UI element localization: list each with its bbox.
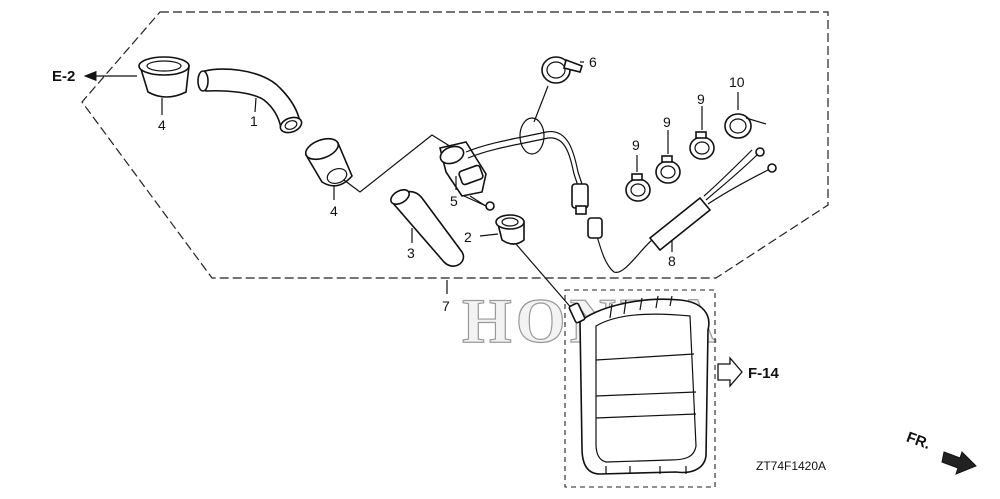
ref-f14-arrow[interactable]: F-14: [717, 356, 780, 388]
callout-4-lower: 4: [330, 203, 338, 219]
callout-3: 3: [407, 245, 415, 261]
callout-10: 10: [729, 74, 745, 90]
callout-4-upper: 4: [158, 117, 166, 133]
svg-text:E-2: E-2: [52, 68, 75, 85]
part-9-clamp-c[interactable]: [689, 131, 715, 160]
part-9-clamp-a[interactable]: [625, 173, 651, 202]
part-3-straight-hose[interactable]: [388, 187, 465, 267]
grommet-leader: [515, 243, 581, 319]
callout-8: 8: [668, 253, 676, 269]
sensor-connector[interactable]: [571, 183, 589, 215]
part-8-harness[interactable]: [587, 147, 777, 273]
part-4-lower-sleeve[interactable]: [303, 135, 353, 187]
part-9-clamp-b[interactable]: [655, 155, 681, 184]
front-direction-arrow-icon: [941, 451, 977, 475]
svg-text:F-14: F-14: [748, 365, 780, 382]
part-1-bent-hose[interactable]: [197, 68, 304, 135]
svg-text:FR.: FR.: [904, 429, 933, 453]
front-direction-indicator: FR.: [904, 429, 977, 475]
diagram-code: ZT74F1420A: [756, 459, 826, 473]
sensor-wire: [465, 131, 583, 185]
callout-1: 1: [250, 113, 258, 129]
callout-5: 5: [450, 193, 458, 209]
callout-9-c: 9: [697, 91, 705, 107]
part-6-clip[interactable]: [541, 56, 584, 84]
part-10-clamp[interactable]: [724, 113, 767, 139]
callout-2: 2: [464, 229, 472, 245]
callout-6: 6: [589, 54, 597, 70]
part-4-upper-sleeve[interactable]: [138, 56, 190, 98]
callout-9-a: 9: [632, 137, 640, 153]
tank-dashed-box: [564, 289, 716, 488]
part-5-sensor[interactable]: [438, 141, 495, 211]
fuel-tank[interactable]: [568, 295, 710, 475]
routing-line: [343, 134, 457, 193]
ref-e2-arrow[interactable]: E-2: [52, 68, 137, 85]
callout-7: 7: [442, 298, 450, 314]
part-2-grommet[interactable]: [495, 214, 525, 245]
callout-9-b: 9: [663, 114, 671, 130]
wire-clip-ring: [519, 117, 545, 155]
kit-boundary-outline: [81, 11, 829, 279]
